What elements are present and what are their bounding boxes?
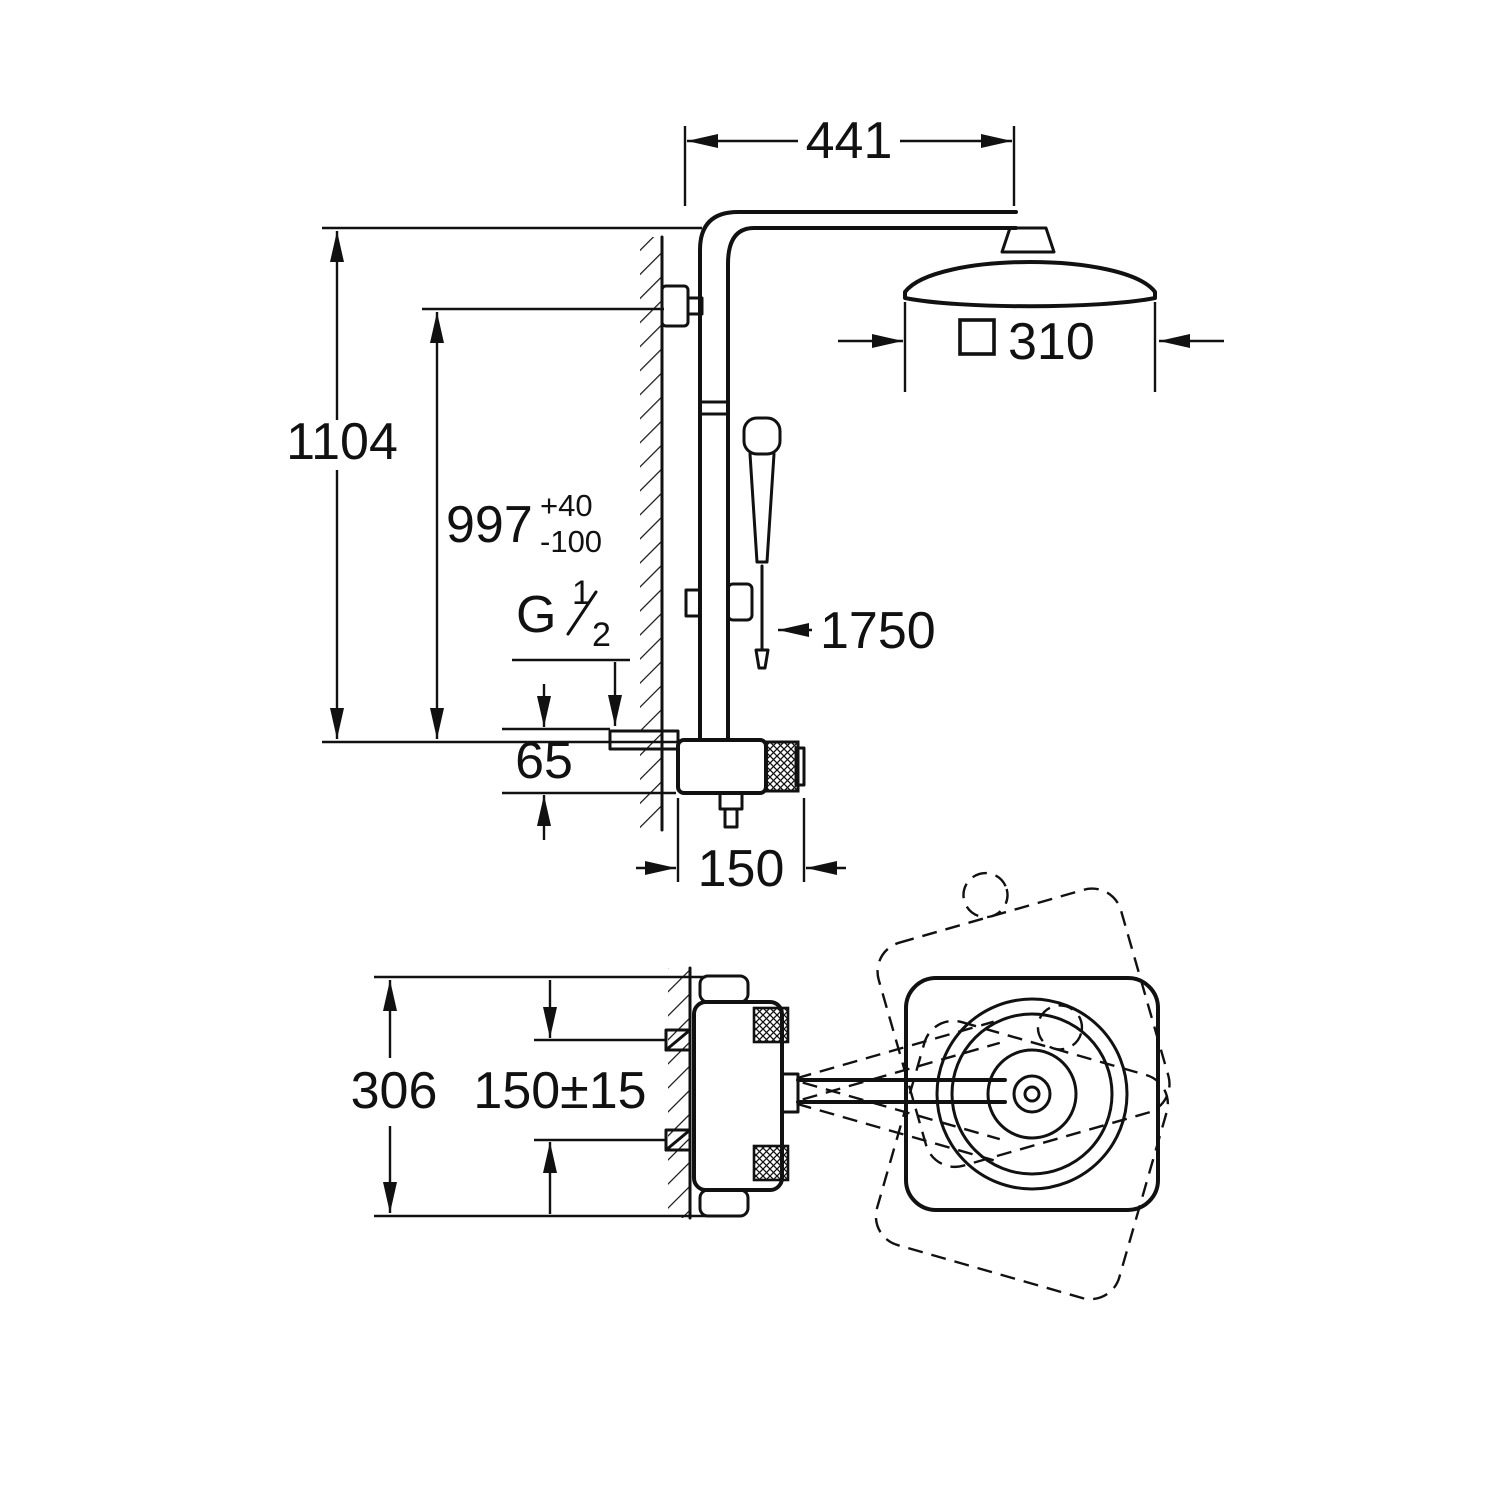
dim-150-label: 150 xyxy=(698,840,785,898)
dimension-1104: 1104 xyxy=(286,226,702,744)
head-shower-plan xyxy=(904,976,1160,1212)
hand-shower-head xyxy=(742,416,782,456)
slider-holder xyxy=(684,582,754,622)
valve-end-cap xyxy=(794,746,806,787)
dim-997-tol-minus: -100 xyxy=(540,524,602,559)
dim-441-label: 441 xyxy=(806,112,893,170)
head-ball-joint xyxy=(1000,226,1056,254)
dimension-65: 65 xyxy=(502,684,676,840)
dimension-1750: 1750 xyxy=(778,602,936,660)
dim-1750-label: 1750 xyxy=(820,602,936,660)
dim-306-label: 306 xyxy=(351,1062,438,1120)
thread-g: G xyxy=(516,586,556,644)
riser-pipe xyxy=(698,210,1056,742)
thread-numerator: 1 xyxy=(572,574,591,612)
valve-body xyxy=(676,738,768,795)
head-square-face xyxy=(904,976,1160,1212)
valve-bottom-knob xyxy=(698,1188,750,1218)
dim-65-label: 65 xyxy=(515,732,573,790)
dim-310-label: 310 xyxy=(1008,313,1095,371)
dim-997-label: 997 xyxy=(446,496,533,554)
dimension-306: 306 xyxy=(351,975,706,1218)
side-view: 441 310 1104 997 +40 -100 xyxy=(286,112,1224,898)
dimension-997: 997 +40 -100 xyxy=(422,307,664,739)
plan-view: 306 150±15 xyxy=(351,871,1171,1301)
dimension-150: 150 xyxy=(636,798,846,898)
hand-shower xyxy=(742,416,782,670)
fraction-slash xyxy=(566,590,598,636)
swivel-position-ccw xyxy=(796,871,1171,1169)
dimension-150-15: 150±15 xyxy=(473,980,666,1214)
valve-outlet xyxy=(718,791,744,811)
thread-label-g-half: G 1 2 xyxy=(512,574,630,726)
dim-997-tol-plus: +40 xyxy=(540,488,593,523)
hand-shower-handle xyxy=(748,452,776,564)
thermostat-valve-side xyxy=(608,729,806,829)
valve-knurl-bottom xyxy=(752,1144,790,1182)
shower-arm-plan xyxy=(796,1078,1007,1104)
valve-knurl-top xyxy=(752,1006,790,1044)
dim-1104-label: 1104 xyxy=(286,413,398,471)
valve-top-knob xyxy=(698,974,750,1004)
plan-wall-section xyxy=(668,966,692,1220)
dimension-310: 310 xyxy=(838,302,1224,392)
swivel-position-cw xyxy=(796,1004,1170,1301)
inlet-stub xyxy=(608,729,680,751)
thread-denominator: 2 xyxy=(592,616,611,654)
hose-fitting xyxy=(754,648,770,670)
dim-150-15-label: 150±15 xyxy=(473,1062,646,1120)
thermostat-valve-plan xyxy=(692,974,800,1218)
outlet-nipple xyxy=(723,807,739,829)
wall-bracket xyxy=(660,284,704,328)
head-shower-side xyxy=(903,260,1157,309)
valve-knob xyxy=(764,740,800,793)
dimension-441: 441 xyxy=(683,112,1016,206)
arm-boss xyxy=(780,1072,800,1114)
square-symbol-icon xyxy=(958,318,996,356)
